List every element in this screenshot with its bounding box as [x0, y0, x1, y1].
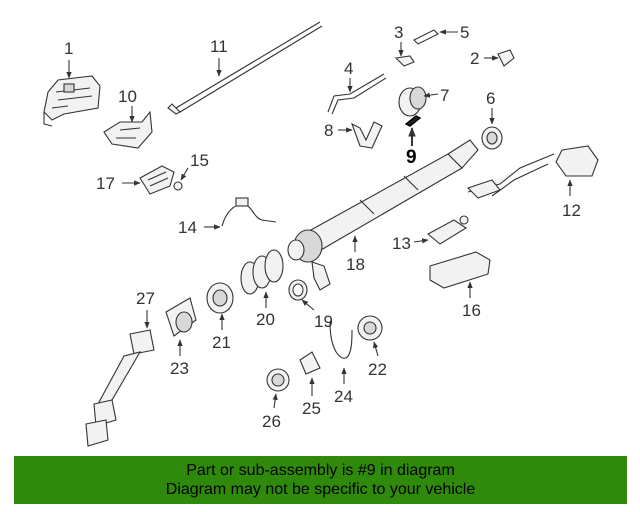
part-10-drawing: [103, 106, 153, 149]
callout-25: 25: [302, 399, 321, 418]
part-25-drawing: [299, 351, 321, 396]
callout-1: 1: [64, 39, 73, 58]
part-24-drawing: [329, 321, 353, 384]
part-18-drawing: [287, 139, 479, 291]
part-14-drawing: [204, 197, 277, 230]
callout-23: 23: [170, 359, 189, 378]
callout-15: 15: [190, 151, 209, 170]
part-20-drawing: [240, 249, 284, 308]
callout-20: 20: [256, 310, 275, 329]
callout-9-highlighted: 9: [406, 147, 417, 168]
part-27-drawing: [85, 310, 155, 447]
part-2-drawing: [484, 49, 515, 67]
part-17-drawing: [122, 165, 175, 195]
banner-line-1: Part or sub-assembly is #9 in diagram: [186, 462, 455, 479]
part-21-drawing: [206, 282, 234, 330]
part-26-drawing: [266, 368, 290, 409]
callout-11: 11: [210, 37, 228, 56]
callout-5: 5: [460, 23, 469, 42]
callout-17: 17: [96, 174, 115, 193]
callout-16: 16: [462, 301, 481, 320]
callout-12: 12: [562, 201, 581, 220]
part-19-drawing: [288, 279, 315, 311]
callout-3: 3: [394, 23, 403, 42]
parts-diagram: 1 2 3 4 5 6 7 8 9 10 11 12 13 14 15 16 1…: [43, 21, 599, 447]
part-23-drawing: [165, 297, 197, 356]
part-3-drawing: [394, 42, 415, 67]
part-16-drawing: [429, 251, 491, 298]
part-6-drawing: [481, 108, 503, 150]
callout-8: 8: [324, 121, 333, 140]
callout-10: 10: [118, 87, 137, 106]
callout-21: 21: [212, 333, 231, 352]
part-15-drawing: [173, 167, 189, 191]
banner-line-2: Diagram may not be specific to your vehi…: [165, 481, 476, 498]
callout-7: 7: [440, 86, 449, 105]
callout-27: 27: [136, 289, 155, 308]
callout-19: 19: [314, 312, 333, 331]
callout-13: 13: [392, 234, 411, 253]
callout-2: 2: [470, 49, 479, 68]
callout-22: 22: [368, 360, 387, 379]
callout-26: 26: [262, 412, 281, 431]
part-12-drawing: [466, 145, 599, 199]
callout-14: 14: [178, 218, 197, 237]
part-5-drawing: [413, 29, 458, 45]
callout-24: 24: [334, 387, 353, 406]
part-4-drawing: [327, 73, 387, 115]
part-11-drawing: [167, 21, 323, 115]
info-banner: Part or sub-assembly is #9 in diagram Di…: [14, 456, 627, 504]
callout-4: 4: [344, 59, 353, 78]
part-13-drawing: [413, 215, 469, 245]
callout-6: 6: [486, 89, 495, 108]
callout-18: 18: [346, 255, 365, 274]
part-22-drawing: [357, 315, 383, 357]
part-1-drawing: [43, 60, 101, 127]
part-7-drawing: [398, 86, 439, 117]
part-8-drawing: [338, 121, 383, 149]
part-9-drawing: [404, 115, 422, 146]
